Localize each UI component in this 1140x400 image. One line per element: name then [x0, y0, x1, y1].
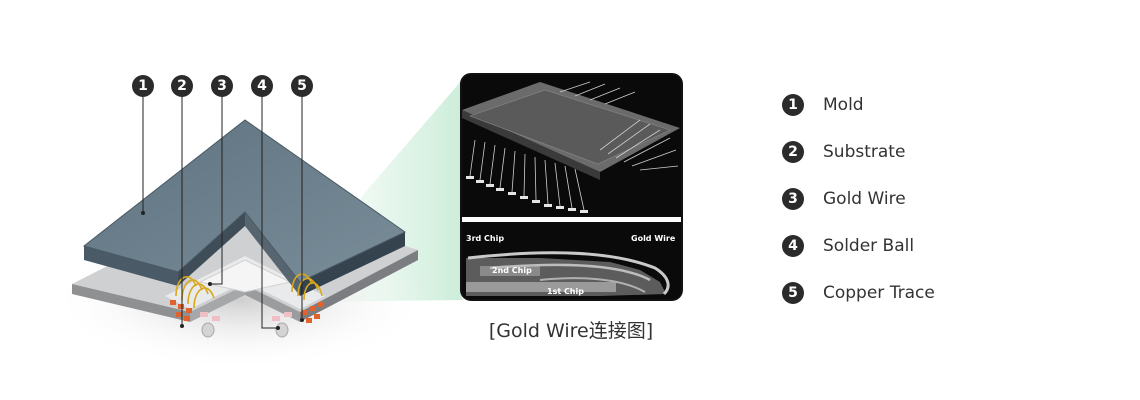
callout-badge-1: 1 — [132, 75, 154, 97]
inset-caption: [Gold Wire连接图] — [488, 320, 654, 342]
inset-label-gold-wire: Gold Wire — [631, 234, 676, 243]
callout-badge-2: 2 — [171, 75, 193, 97]
legend-label-substrate: Substrate — [823, 141, 906, 162]
pads — [200, 312, 292, 321]
inset-label-2nd-chip: 2nd Chip — [492, 266, 532, 275]
legend-badge-5: 5 — [782, 281, 804, 304]
inset-divider — [462, 217, 681, 222]
leader-dots — [141, 211, 304, 330]
mold-top — [82, 119, 406, 283]
legend-badge-3: 3 — [782, 187, 804, 210]
leader-lines — [142, 97, 303, 329]
substrate-front-left — [72, 284, 190, 322]
inset-label-1st-chip: 1st Chip — [547, 287, 584, 296]
legend-item-copper-trace: 5 Copper Trace — [782, 269, 935, 316]
legend-label-gold-wire: Gold Wire — [823, 188, 906, 209]
legend-label-mold: Mold — [823, 94, 864, 115]
mold-front-left — [84, 246, 178, 286]
mold-inner-right — [245, 212, 300, 296]
copper-traces-right — [302, 302, 324, 323]
package-3d — [72, 119, 418, 338]
callout-badge-4: 4 — [251, 75, 273, 97]
inset-photo: 3rd Chip Gold Wire 2nd Chip 1st Chip — [460, 73, 683, 301]
inset-cross-section — [466, 251, 670, 296]
legend-badge-1: 1 — [782, 93, 804, 116]
mold-front-right — [300, 232, 405, 296]
mold-inner-left — [178, 212, 245, 286]
legend: 1 Mold 2 Substrate 3 Gold Wire 4 Solder … — [782, 81, 935, 316]
inset-label-3rd-chip: 3rd Chip — [466, 234, 504, 243]
legend-item-gold-wire: 3 Gold Wire — [782, 175, 935, 222]
exposed-die-area — [165, 256, 325, 309]
callout-badge-3: 3 — [211, 75, 233, 97]
legend-label-copper-trace: Copper Trace — [823, 282, 935, 303]
inset-chip-top — [462, 81, 680, 213]
legend-label-solder-ball: Solder Ball — [823, 235, 915, 256]
legend-badge-2: 2 — [782, 140, 804, 163]
legend-item-mold: 1 Mold — [782, 81, 935, 128]
substrate-front-right — [300, 250, 418, 322]
legend-badge-4: 4 — [782, 234, 804, 257]
gold-wires-right — [291, 273, 323, 301]
legend-item-solder-ball: 4 Solder Ball — [782, 222, 935, 269]
legend-item-substrate: 2 Substrate — [782, 128, 935, 175]
copper-traces-left — [170, 300, 192, 321]
callout-badge-5: 5 — [291, 75, 313, 97]
